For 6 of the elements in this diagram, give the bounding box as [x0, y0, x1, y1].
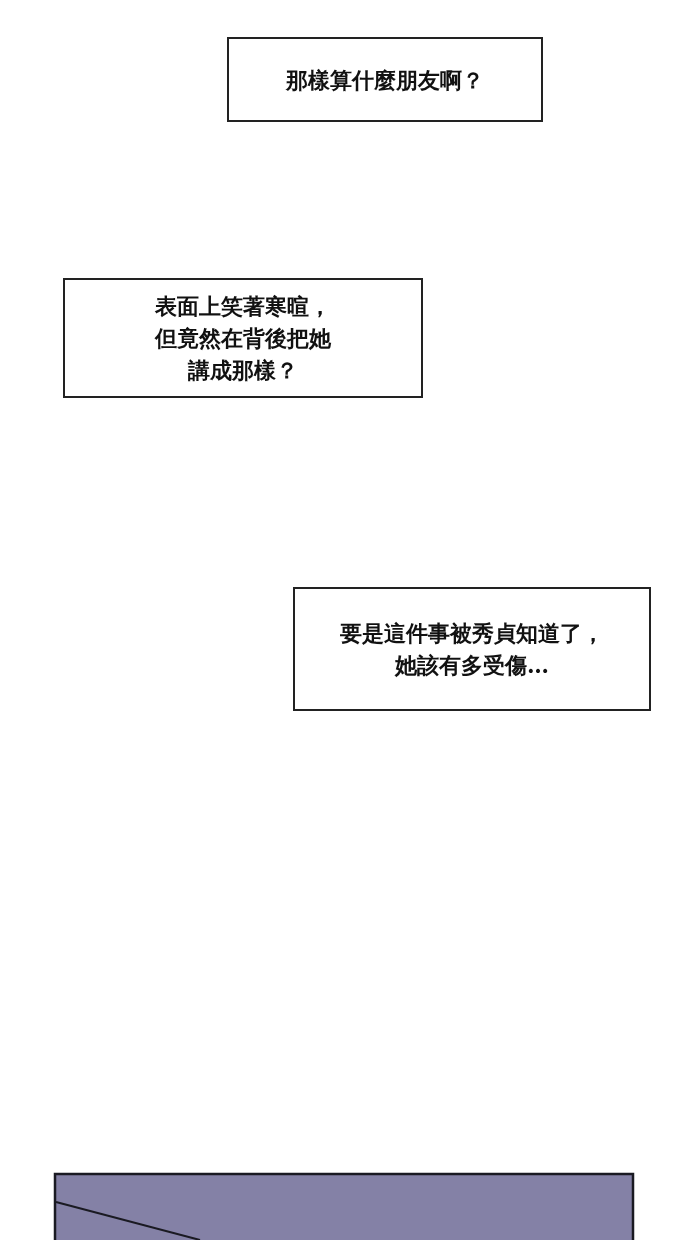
dialogue-text: 表面上笑著寒暄，但竟然在背後把她講成那樣？	[153, 292, 332, 385]
speech-box	[293, 587, 651, 711]
speech-box	[63, 278, 423, 398]
dialogue-text: 要是這件事被秀貞知道了，她該有多受傷…	[339, 619, 605, 680]
dialogue-text: 那樣算什麼朋友啊？	[284, 65, 485, 95]
speech-box	[227, 37, 543, 122]
